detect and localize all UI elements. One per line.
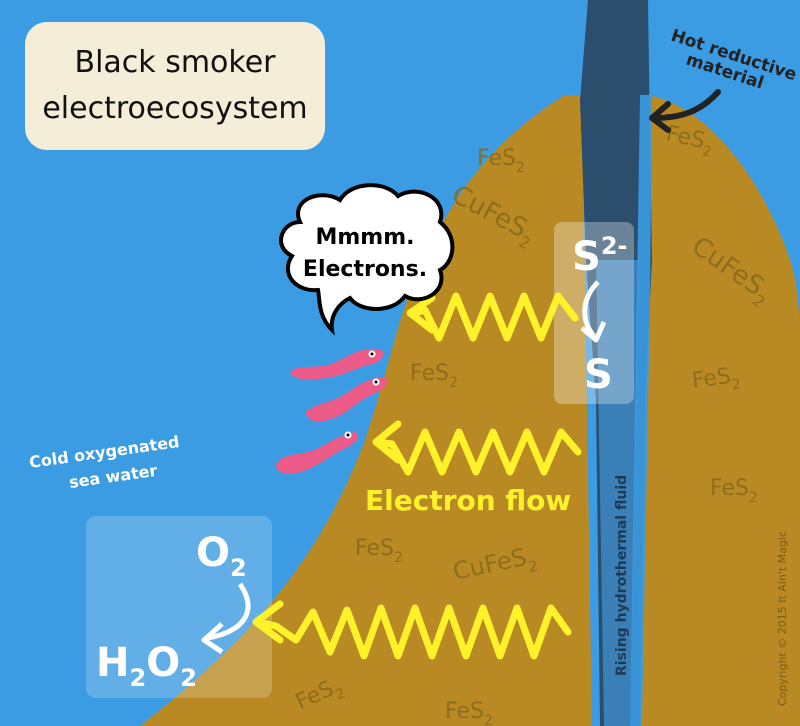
mineral-label-fes2: FeS2: [477, 146, 525, 176]
title-box: [25, 22, 325, 150]
mineral-label-fes2: FeS2: [355, 536, 403, 566]
sulfur-reaction-box: [554, 222, 634, 404]
organism-worm: [276, 431, 359, 474]
oxygen-reaction-box: [86, 516, 272, 698]
speech-bubble: [279, 183, 455, 336]
electron-arrow-bottom: [252, 600, 572, 660]
organism-worm: [290, 348, 384, 380]
hot-reductive-arrow: [651, 89, 721, 121]
speech-line-1: Mmmm.: [315, 225, 414, 250]
electron-arrow-middle: [372, 420, 582, 476]
speech-line-2: Electrons.: [303, 257, 427, 282]
oxygen-label: O2: [196, 530, 247, 582]
organism-worm: [306, 377, 388, 422]
hydrogen-peroxide-label: H2O2: [96, 640, 197, 692]
rising-fluid-label: Rising hydrothermal fluid: [614, 475, 630, 676]
electron-arrow-top: [406, 292, 579, 342]
oxygen-reaction-arrow: [207, 582, 251, 641]
mineral-label-fes2: FeS2: [690, 363, 742, 399]
mineral-label-fes2: FeS2: [445, 699, 493, 726]
mineral-label-fes2: FeS2: [710, 476, 758, 506]
copyright-notice: Copyright © 2015 It Ain't Magic: [776, 531, 789, 706]
title-line-1: Black smoker: [74, 45, 276, 80]
sulfur-product-label: S: [584, 352, 613, 398]
sulfide-ion-label: S2-: [572, 232, 627, 280]
title-line-2: electroecosystem: [42, 91, 307, 126]
sulfur-reaction-arrow: [582, 280, 600, 338]
chimney-right-lobe: [640, 95, 800, 726]
electron-flow-label: Electron flow: [365, 484, 571, 517]
sulfur-arrow-head: [580, 320, 607, 343]
mineral-label-fes2: FeS2: [410, 361, 458, 391]
oxygen-arrow-head: [201, 622, 224, 655]
hot-reductive-arrow-head: [649, 101, 671, 133]
fluid-channel-gap: [630, 95, 652, 726]
rising-fluid-stream: [596, 260, 640, 726]
chimney-left-lobe: [140, 95, 592, 726]
